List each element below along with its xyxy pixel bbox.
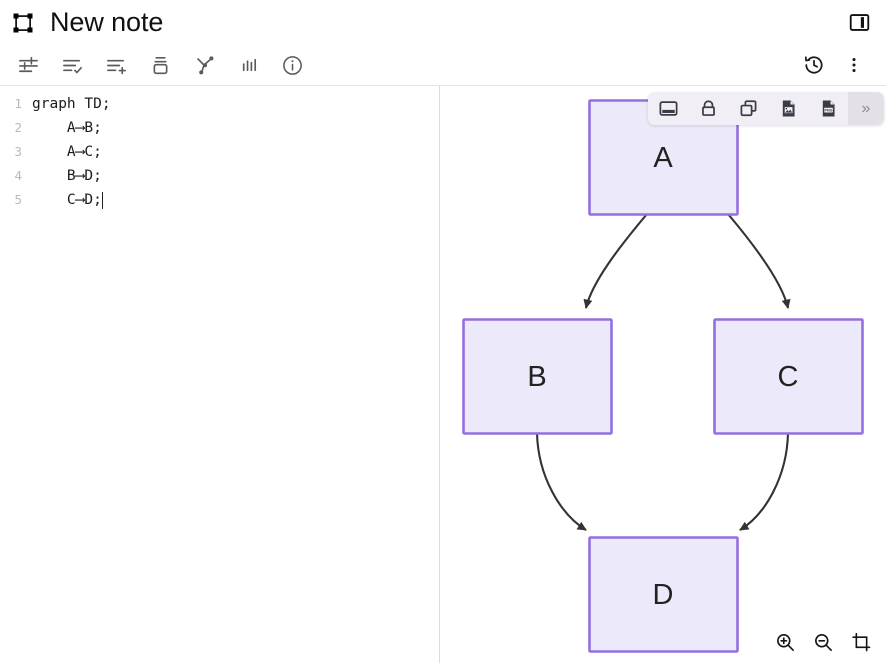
- zoom-in-icon[interactable]: [772, 629, 798, 655]
- kebab-menu-icon[interactable]: [834, 48, 874, 82]
- edge-c-d: [739, 432, 790, 531]
- main-toolbar: [0, 45, 886, 86]
- code-line: 4 B⟶D;: [0, 164, 439, 188]
- fit-crop-icon[interactable]: [848, 629, 874, 655]
- line-content[interactable]: graph TD;: [32, 96, 111, 112]
- text-caret: [101, 191, 103, 209]
- line-content[interactable]: A⟶B;: [32, 120, 102, 136]
- line-number: 3: [14, 144, 22, 159]
- code-line: 5 C⟶D;: [0, 188, 439, 212]
- info-circle-icon[interactable]: [270, 48, 314, 82]
- list-plus-icon[interactable]: [94, 48, 138, 82]
- node-label: D: [653, 579, 674, 611]
- history-clock-icon[interactable]: [794, 48, 834, 82]
- frame-corners-icon: [10, 10, 36, 36]
- edge-b-d: [535, 432, 587, 531]
- copy-icon[interactable]: [728, 92, 768, 125]
- node-label: A: [653, 142, 673, 174]
- zoom-out-icon[interactable]: [810, 629, 836, 655]
- line-number: 1: [14, 96, 22, 111]
- line-content[interactable]: B⟶D;: [32, 168, 102, 184]
- diagram-node-d[interactable]: D: [588, 536, 739, 653]
- png-file-icon[interactable]: PNG: [808, 92, 848, 125]
- node-label: B: [527, 361, 546, 393]
- workspace: 1 graph TD; 2 A⟶B; 3 A⟶C; 4 B⟶D; 5: [0, 86, 886, 663]
- code-line: 3 A⟶C;: [0, 140, 439, 164]
- mermaid-flowchart: A B C D: [462, 99, 864, 653]
- lock-icon[interactable]: [688, 92, 728, 125]
- line-number: 2: [14, 120, 22, 135]
- line-content[interactable]: A⟶C;: [32, 144, 102, 160]
- image-file-icon[interactable]: [768, 92, 808, 125]
- edge-a-c: [727, 213, 791, 309]
- chevron-double-right-icon[interactable]: »: [848, 92, 884, 125]
- branch-graph-icon[interactable]: [182, 48, 226, 82]
- title-bar: New note: [0, 0, 886, 45]
- line-number: 5: [14, 192, 22, 207]
- svg-text:PNG: PNG: [824, 109, 832, 113]
- code-line: 2 A⟶B;: [0, 116, 439, 140]
- code-line: 1 graph TD;: [0, 92, 439, 116]
- diagram-export-toolbar: PNG »: [648, 92, 884, 125]
- diagram-node-a[interactable]: A: [588, 99, 739, 216]
- list-check-icon[interactable]: [50, 48, 94, 82]
- node-label: C: [778, 361, 799, 393]
- bar-chart-icon[interactable]: [226, 48, 270, 82]
- code-editor[interactable]: 1 graph TD; 2 A⟶B; 3 A⟶C; 4 B⟶D; 5: [0, 86, 439, 212]
- diagram-node-c[interactable]: C: [713, 318, 864, 435]
- database-icon[interactable]: [138, 48, 182, 82]
- edge-a-b: [583, 213, 648, 309]
- fullscreen-frame-icon[interactable]: [648, 92, 688, 125]
- sliders-settings-icon[interactable]: [6, 48, 50, 82]
- diagram-preview-pane[interactable]: A B C D: [440, 86, 886, 663]
- split-panel-icon[interactable]: [846, 10, 872, 36]
- line-number: 4: [14, 168, 22, 183]
- page-title[interactable]: New note: [50, 7, 164, 37]
- zoom-controls: [772, 629, 874, 655]
- line-content[interactable]: C⟶D;: [32, 192, 102, 208]
- code-editor-pane[interactable]: 1 graph TD; 2 A⟶B; 3 A⟶C; 4 B⟶D; 5: [0, 86, 440, 663]
- diagram-node-b[interactable]: B: [462, 318, 613, 435]
